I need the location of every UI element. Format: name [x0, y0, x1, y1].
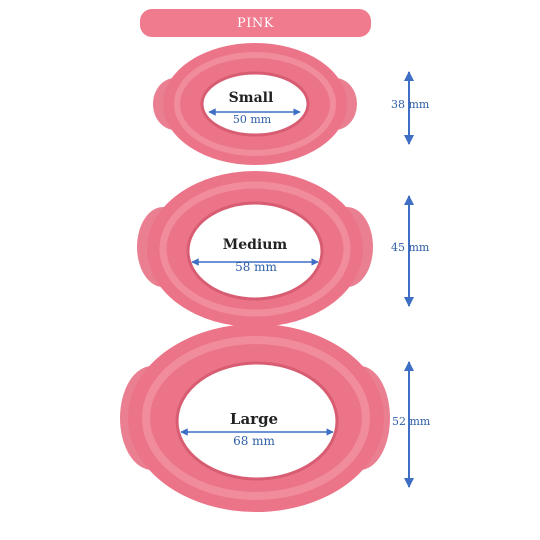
- height-value-large: 52 mm: [392, 415, 431, 428]
- width-label-medium-wrap: 58 mm: [235, 260, 277, 274]
- width-label-small-wrap: 50 mm: [233, 113, 271, 126]
- label-medium: Medium: [223, 237, 288, 253]
- ring-small: [153, 43, 357, 165]
- ring-large-opening: [175, 361, 339, 481]
- color-banner: PINK: [140, 9, 371, 37]
- ring-small-opening: [200, 71, 310, 137]
- width-value-large: 68 mm: [233, 434, 275, 448]
- width-label-large-wrap: 68 mm: [233, 434, 275, 448]
- height-value-medium: 45 mm: [391, 241, 430, 254]
- size-name-medium: Medium: [222, 237, 288, 253]
- banner-label: PINK: [237, 15, 274, 31]
- ring-medium: [137, 171, 373, 327]
- ring-medium-opening: [186, 201, 324, 301]
- size-name-large: Large: [229, 410, 279, 428]
- height-value-small: 38 mm: [391, 98, 430, 111]
- size-name-small: Small: [228, 90, 274, 106]
- width-value-medium: 58 mm: [235, 260, 277, 274]
- label-small: Small: [229, 90, 274, 106]
- label-large: Large: [230, 410, 278, 428]
- ring-large: [120, 324, 390, 512]
- width-value-small: 50 mm: [232, 113, 272, 126]
